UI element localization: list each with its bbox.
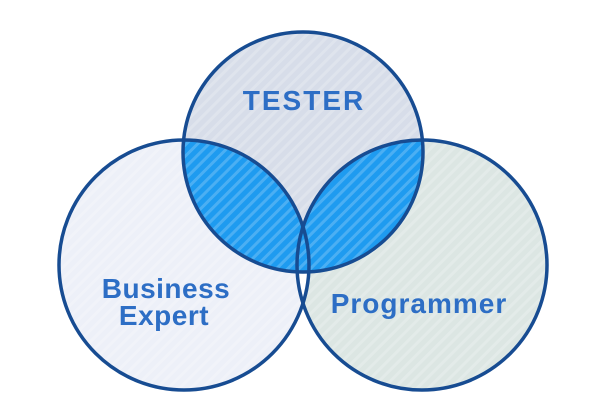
programmer-circle-outline (295, 138, 549, 392)
tester-circle-outline (181, 30, 425, 274)
business-expert-label-line2: Expert (119, 300, 209, 331)
programmer-label: Programmer (331, 288, 508, 319)
business-expert-label-line1: Business (102, 273, 231, 304)
tester-label: TESTER (243, 85, 365, 116)
business-expert-circle-outline (57, 138, 311, 392)
